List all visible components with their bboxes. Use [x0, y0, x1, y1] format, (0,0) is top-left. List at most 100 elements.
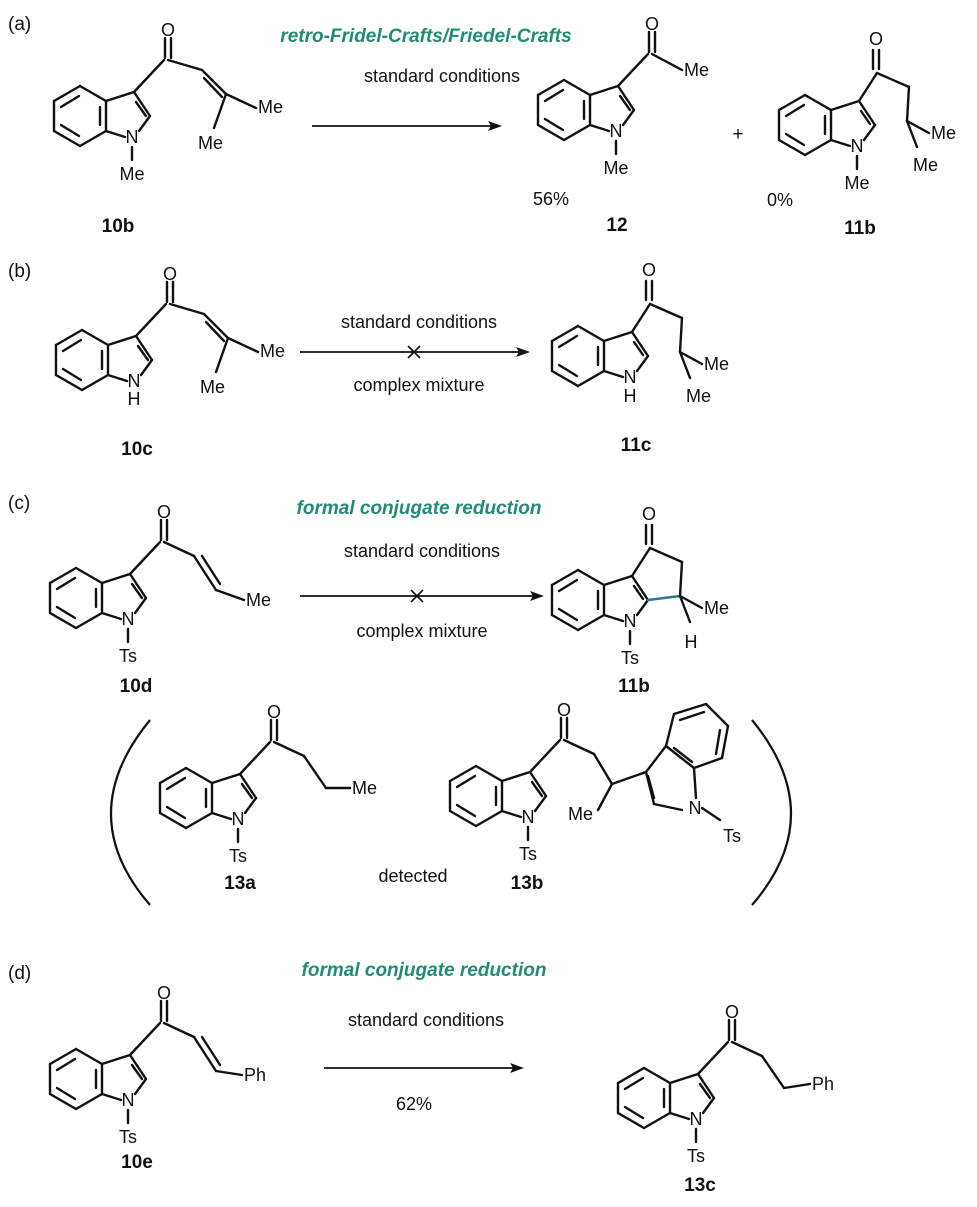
- nitrogen-atom: N: [624, 611, 637, 631]
- compound-number: 12: [606, 215, 627, 236]
- methyl-group: Me: [931, 123, 956, 143]
- highlighted-bond: [646, 594, 682, 602]
- molecule-13c: N Ts O Ph: [616, 1002, 834, 1166]
- right-parenthesis: [751, 719, 792, 906]
- panel-label: (d): [8, 963, 31, 984]
- yield-label: 56%: [533, 189, 569, 209]
- methyl-group: Me: [198, 133, 223, 153]
- second-indole-ring: [644, 702, 730, 822]
- hydrogen-atom: H: [624, 386, 637, 406]
- oxygen-atom: O: [725, 1002, 739, 1022]
- arrow-top-text: standard conditions: [364, 66, 520, 86]
- methyl-group: Me: [258, 97, 283, 117]
- panel-label: (b): [8, 261, 31, 282]
- methyl-group: Me: [684, 60, 709, 80]
- arrow-bottom-text: complex mixture: [356, 621, 487, 641]
- molecule-10b: N Me O Me Me: [52, 20, 283, 184]
- molecule-11b: O N Me Me Me: [777, 29, 956, 193]
- methyl-group: Me: [352, 778, 377, 798]
- arrow-bottom-text: complex mixture: [353, 375, 484, 395]
- oxygen-atom: O: [557, 700, 571, 720]
- nitrogen-atom: N: [128, 371, 141, 391]
- molecule-11c: O N H Me Me: [550, 260, 729, 406]
- methyl-group: Me: [246, 590, 271, 610]
- oxygen-atom: O: [869, 29, 883, 49]
- tosyl-group: Ts: [519, 844, 537, 864]
- compound-number: 10c: [121, 439, 153, 460]
- oxygen-atom: O: [642, 260, 656, 280]
- panel-d: (d) formal conjugate reduction N Ts O Ph…: [8, 960, 834, 1196]
- methyl-group: Me: [603, 158, 628, 178]
- nitrogen-atom: N: [851, 136, 864, 156]
- plus-sign: +: [732, 124, 743, 145]
- oxygen-atom: O: [642, 504, 656, 524]
- nitrogen-atom: N: [610, 121, 623, 141]
- panel-label: (a): [8, 14, 31, 35]
- panel-title: formal conjugate reduction: [302, 960, 547, 981]
- tosyl-group: Ts: [119, 1127, 137, 1147]
- molecule-10c: N H O Me Me: [54, 264, 285, 409]
- molecule-13b: N Ts O Me N: [448, 700, 741, 864]
- methyl-group: Me: [200, 377, 225, 397]
- phenyl-group: Ph: [812, 1074, 834, 1094]
- left-parenthesis: [110, 719, 151, 906]
- yield-label: 0%: [767, 190, 793, 210]
- arrow-top-text: standard conditions: [344, 541, 500, 561]
- nitrogen-atom: N: [689, 798, 702, 818]
- nitrogen-atom: N: [122, 1090, 135, 1110]
- oxygen-atom: O: [267, 702, 281, 722]
- oxygen-atom: O: [163, 264, 177, 284]
- nitrogen-atom: N: [122, 609, 135, 629]
- reaction-arrow: [312, 121, 502, 131]
- compound-number: 11b: [618, 676, 650, 697]
- arrow-bottom-text: 62%: [396, 1094, 432, 1114]
- compound-number: 13a: [224, 873, 256, 894]
- methyl-group: Me: [913, 155, 938, 175]
- panel-label: (c): [8, 493, 30, 514]
- hydrogen-atom: H: [128, 389, 141, 409]
- methyl-group: Me: [844, 173, 869, 193]
- oxygen-atom: O: [645, 14, 659, 34]
- molecule-10e: N Ts O Ph: [48, 983, 266, 1147]
- panel-c: (c) formal conjugate reduction N Ts O Me…: [8, 493, 792, 906]
- methyl-group: Me: [704, 354, 729, 374]
- oxygen-atom: O: [161, 20, 175, 40]
- compound-number: 10b: [102, 216, 135, 237]
- nitrogen-atom: N: [126, 127, 139, 147]
- panel-title: retro-Fridel-Crafts/Friedel-Crafts: [280, 26, 571, 47]
- detected-label: detected: [378, 866, 447, 886]
- phenyl-group: Ph: [244, 1065, 266, 1085]
- oxygen-atom: O: [157, 502, 171, 522]
- tosyl-group: Ts: [621, 648, 639, 668]
- methyl-group: Me: [119, 164, 144, 184]
- molecule-13a: N Ts O Me: [158, 702, 377, 866]
- nitrogen-atom: N: [522, 807, 535, 827]
- nitrogen-atom: N: [624, 367, 637, 387]
- tosyl-group: Ts: [119, 646, 137, 666]
- reaction-arrow: [300, 589, 544, 603]
- compound-number: 11b: [844, 218, 876, 239]
- nitrogen-atom: N: [690, 1109, 703, 1129]
- compound-number: 10e: [121, 1152, 153, 1173]
- nitrogen-atom: N: [232, 809, 245, 829]
- reaction-arrow: [324, 1063, 524, 1073]
- compound-number: 11c: [621, 435, 652, 456]
- compound-number: 13b: [511, 873, 544, 894]
- tosyl-group: Ts: [229, 846, 247, 866]
- panel-b: (b) N H O Me Me 10c standard conditions: [8, 260, 729, 460]
- molecule-11b: O N Ts Me H: [550, 504, 729, 668]
- panel-title: formal conjugate reduction: [297, 498, 542, 519]
- methyl-group: Me: [260, 341, 285, 361]
- panel-a: (a) retro-Fridel-Crafts/Friedel-Crafts N…: [8, 14, 956, 239]
- methyl-group: Me: [704, 598, 729, 618]
- methyl-group: Me: [568, 804, 593, 824]
- arrow-top-text: standard conditions: [348, 1010, 504, 1030]
- tosyl-group: Ts: [687, 1146, 705, 1166]
- methyl-group: Me: [686, 386, 711, 406]
- arrow-top-text: standard conditions: [341, 312, 497, 332]
- tosyl-group: Ts: [723, 826, 741, 846]
- oxygen-atom: O: [157, 983, 171, 1003]
- hydrogen-atom: H: [685, 632, 698, 652]
- compound-number: 13c: [684, 1175, 716, 1196]
